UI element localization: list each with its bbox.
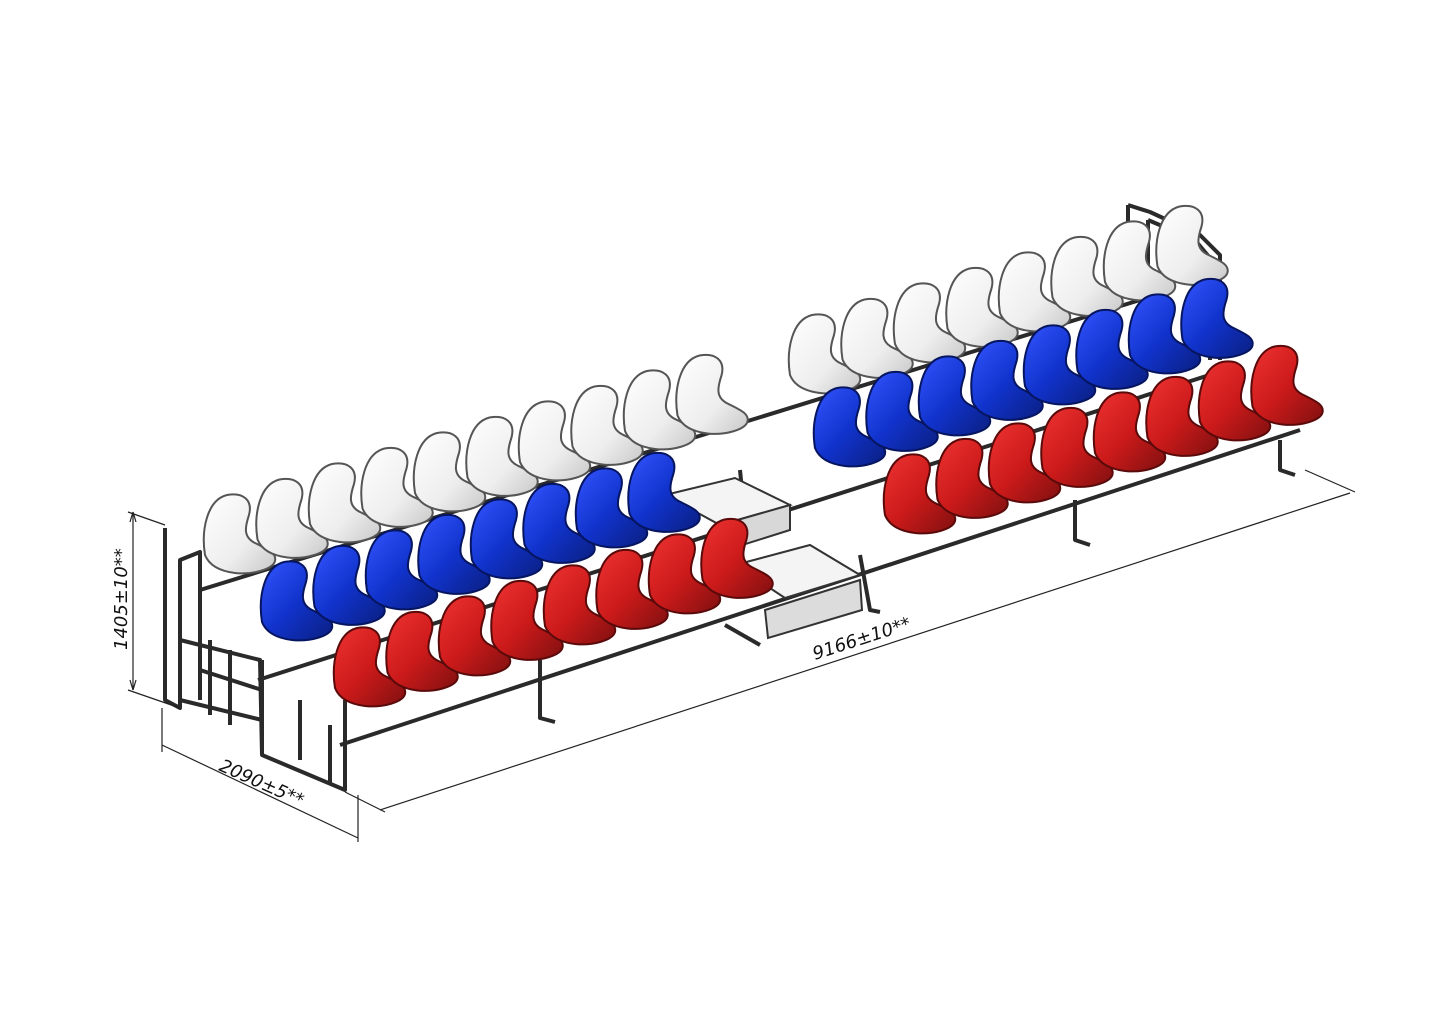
legs xyxy=(538,440,1296,724)
seat-top-left-6 xyxy=(465,415,539,497)
depth-dimension-label: 2090±5** xyxy=(216,755,307,811)
seat-top-left-9 xyxy=(622,369,697,451)
seat-top-left-4 xyxy=(360,446,434,528)
seat-middle-left-6 xyxy=(522,482,596,564)
seat-middle-left-8 xyxy=(627,451,701,533)
seat-top-right-1 xyxy=(787,313,862,395)
seat-top-left-7 xyxy=(517,400,592,482)
seat-top-left-10 xyxy=(675,353,749,435)
height-arrow-bottom xyxy=(129,679,137,691)
seat-bottom-right-8 xyxy=(1250,344,1324,426)
seat-top-right-2 xyxy=(840,297,914,379)
seat-bottom-right-2 xyxy=(935,437,1009,519)
left-side-frame-lower xyxy=(179,638,347,792)
seat-top-left-1 xyxy=(202,493,277,575)
height-dimension-line xyxy=(127,511,181,709)
seat-bottom-right-3 xyxy=(987,422,1062,504)
seat-top-left-8 xyxy=(570,384,644,466)
seat-bottom-left-4 xyxy=(490,579,564,661)
seat-top-right-7 xyxy=(1102,220,1177,302)
seat-bottom-left-6 xyxy=(595,548,669,630)
seat-middle-left-4 xyxy=(417,513,491,595)
seat-bottom-left-7 xyxy=(647,533,722,615)
seat-top-right-3 xyxy=(892,282,967,364)
seat-bottom-left-5 xyxy=(542,564,617,646)
seats-layer xyxy=(202,204,1324,708)
seat-top-right-8 xyxy=(1155,204,1229,286)
seat-bottom-right-4 xyxy=(1040,406,1114,488)
seat-bottom-right-6 xyxy=(1145,375,1219,457)
seat-middle-left-2 xyxy=(312,544,386,626)
seat-top-left-5 xyxy=(412,431,487,513)
seat-bottom-right-1 xyxy=(882,453,957,535)
seat-bottom-left-8 xyxy=(700,517,774,599)
seat-middle-left-3 xyxy=(364,529,439,611)
seat-bottom-left-2 xyxy=(385,610,459,692)
seat-middle-right-2 xyxy=(865,370,939,452)
depth-dimension-line xyxy=(161,708,359,842)
dimension-lines xyxy=(127,469,1356,842)
seat-bottom-right-7 xyxy=(1197,360,1272,442)
seat-middle-right-7 xyxy=(1127,293,1202,375)
seat-middle-left-1 xyxy=(259,560,334,642)
seat-middle-right-8 xyxy=(1180,277,1254,359)
left-side-frame-inner xyxy=(208,640,332,785)
seat-middle-right-6 xyxy=(1075,308,1149,390)
seat-top-right-4 xyxy=(945,266,1019,348)
seat-middle-left-5 xyxy=(469,498,544,580)
seat-bottom-left-1 xyxy=(332,626,407,708)
seat-top-left-2 xyxy=(255,477,329,559)
seat-middle-right-1 xyxy=(812,386,887,468)
seat-top-right-6 xyxy=(1050,235,1124,317)
seat-top-left-3 xyxy=(307,462,382,544)
length-dimension-line xyxy=(344,469,1356,813)
step-lower-front xyxy=(763,578,864,640)
seat-middle-right-3 xyxy=(917,355,992,437)
seat-top-right-5 xyxy=(997,251,1072,333)
left-side-frame xyxy=(163,528,202,710)
seat-bottom-right-5 xyxy=(1092,391,1167,473)
height-dimension-label: 1405±10** xyxy=(111,548,132,650)
seat-middle-right-5 xyxy=(1022,324,1097,406)
seat-middle-right-4 xyxy=(970,339,1044,421)
height-arrow-top xyxy=(129,511,137,523)
seat-middle-left-7 xyxy=(574,467,649,549)
seat-bottom-left-3 xyxy=(437,595,512,677)
